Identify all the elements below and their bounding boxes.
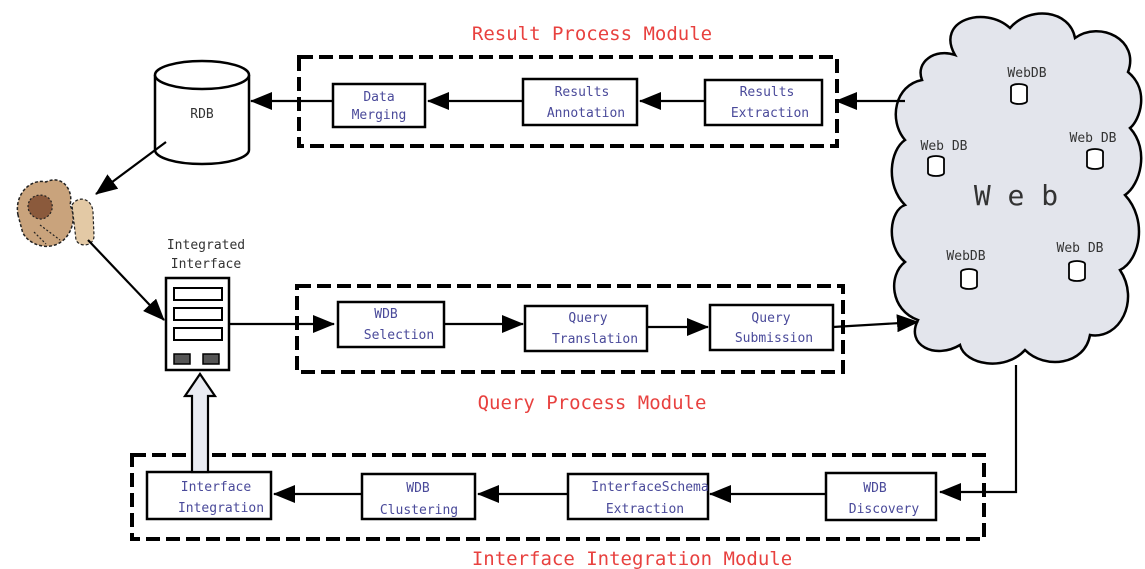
svg-text:Clustering: Clustering (380, 503, 458, 518)
svg-text:Merging: Merging (352, 108, 407, 123)
svg-text:WebDB: WebDB (1007, 66, 1046, 81)
step-wdb-clustering: WDB Clustering (360, 472, 477, 521)
svg-text:WDB: WDB (406, 481, 430, 496)
web-label: W e b (974, 179, 1058, 212)
webdb-1: WebDB (1007, 66, 1047, 105)
arrow-web-to-discovery (939, 365, 1018, 501)
svg-text:Submission: Submission (735, 331, 813, 346)
svg-text:Query: Query (568, 311, 607, 326)
rdb-label: RDB (190, 107, 214, 122)
query-module-frame (295, 284, 845, 374)
rdb-database: RDB (153, 59, 251, 166)
integrated-interface-label-line1: Integrated (167, 238, 245, 253)
arrow-rdb-to-user (95, 141, 167, 195)
webdb-5: Web DB (1057, 241, 1104, 282)
step-query-translation: Query Translation (523, 304, 649, 353)
web-cloud: W e b WebDB Web DB Web DB WebDB (890, 12, 1143, 365)
svg-text:Annotation: Annotation (547, 106, 625, 121)
svg-text:WDB: WDB (863, 481, 887, 496)
step-results-annotation: Results Annotation (521, 77, 639, 127)
svg-text:WebDB: WebDB (946, 249, 985, 264)
webdb-2: Web DB (921, 139, 968, 177)
step-wdb-selection: WDB Selection (336, 300, 446, 349)
svg-text:Extraction: Extraction (606, 502, 684, 517)
step-interface-integration: Interface Integration (145, 470, 273, 521)
svg-text:Data: Data (363, 90, 394, 105)
database-icon (1010, 83, 1028, 105)
webdb-3: Web DB (1070, 131, 1117, 170)
step-wdb-discovery: WDB Discovery (824, 471, 938, 522)
integrated-interface-form (164, 276, 231, 372)
svg-text:Results: Results (555, 85, 610, 100)
svg-text:Extraction: Extraction (731, 106, 809, 121)
svg-text:Web DB: Web DB (921, 139, 968, 154)
step-results-extraction: Results Extraction (703, 78, 824, 127)
webdb-4: WebDB (946, 249, 986, 290)
svg-text:Discovery: Discovery (849, 502, 920, 517)
svg-text:Selection: Selection (364, 328, 434, 343)
svg-text:WDB: WDB (374, 307, 398, 322)
svg-text:Web DB: Web DB (1057, 241, 1104, 256)
svg-text:Results: Results (740, 85, 795, 100)
integration-module-title: Interface Integration Module (472, 548, 792, 569)
svg-text:Interface: Interface (181, 480, 252, 495)
step-data-merging: Data Merging (331, 82, 427, 129)
arrow-integration-to-interface (182, 372, 218, 474)
result-module-title: Result Process Module (472, 23, 712, 45)
integration-module-frame (130, 453, 986, 541)
step-query-submission: Query Submission (708, 303, 835, 352)
svg-text:Translation: Translation (552, 332, 638, 347)
query-module-title: Query Process Module (478, 392, 707, 414)
database-icon (1068, 260, 1086, 282)
step-interface-schema-extraction: InterfaceSchema Extraction (566, 472, 710, 521)
svg-text:Integration: Integration (178, 501, 264, 516)
integrated-interface-label-line2: Interface (171, 257, 242, 272)
svg-text:InterfaceSchema: InterfaceSchema (591, 480, 708, 495)
arrow-user-to-interface (87, 239, 165, 321)
arrow-submission-to-web (832, 314, 919, 333)
user-icon (16, 179, 95, 247)
svg-text:Query: Query (751, 311, 790, 326)
database-icon (927, 155, 945, 177)
database-icon (1086, 148, 1104, 170)
database-icon (960, 268, 978, 290)
svg-text:Web DB: Web DB (1070, 131, 1117, 146)
